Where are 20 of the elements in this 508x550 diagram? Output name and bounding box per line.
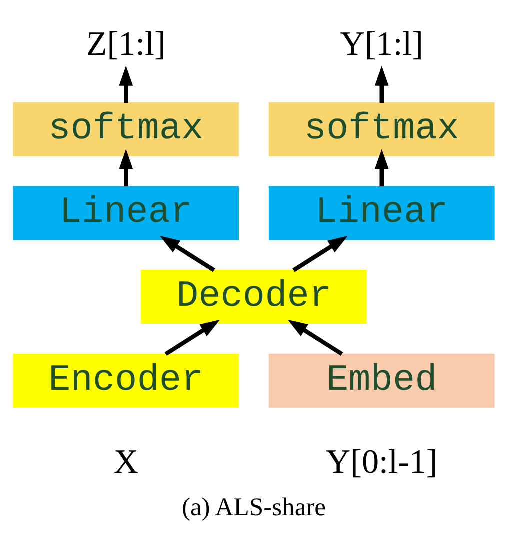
caption: (a) ALS-share xyxy=(182,492,326,522)
arrow xyxy=(164,320,220,356)
arrow xyxy=(288,320,344,356)
arrow xyxy=(119,66,134,103)
node-box: Decoder xyxy=(141,270,367,324)
node-box: Encoder xyxy=(13,354,240,408)
node-box: Embed xyxy=(268,354,495,408)
arrow xyxy=(119,149,134,187)
node-label: X xyxy=(114,444,138,481)
node-text: Y[1:l] xyxy=(340,26,424,64)
node-box: Linear xyxy=(13,186,240,240)
arrow xyxy=(292,236,348,272)
arrow xyxy=(374,66,389,103)
node-box: softmax xyxy=(268,102,495,156)
arrow xyxy=(374,149,389,187)
node-box: Linear xyxy=(268,186,495,240)
node-text: Z[1:l] xyxy=(86,26,166,64)
arrow xyxy=(160,236,216,272)
node-label: Y[0:l-1] xyxy=(326,444,438,481)
node-box: softmax xyxy=(13,102,240,156)
